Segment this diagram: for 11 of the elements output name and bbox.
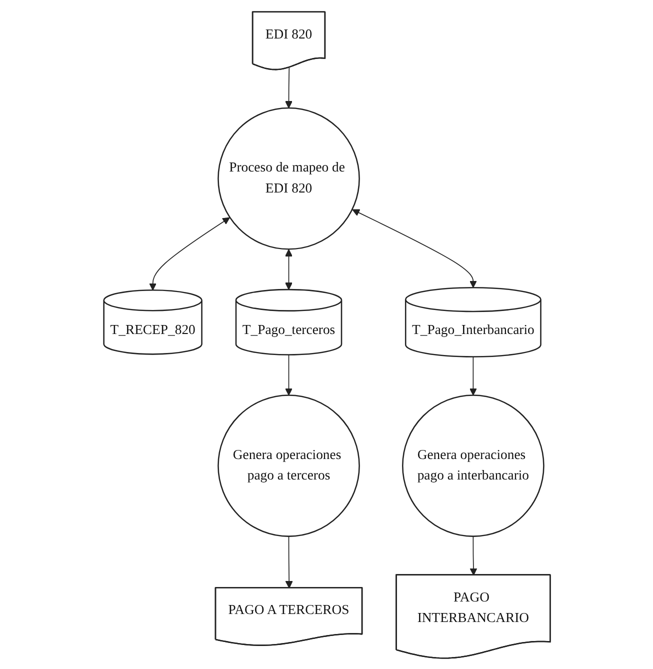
arrow [284, 248, 292, 290]
arrow [284, 354, 292, 396]
arrow [148, 216, 230, 290]
arrow [284, 66, 292, 108]
node-circle: Proceso de mapeo de EDI 820 [217, 106, 360, 250]
node-circle: Genera operaciones pago a terceros [217, 394, 360, 536]
arrow [469, 535, 477, 576]
arrow [284, 535, 292, 588]
arrow [352, 208, 476, 288]
arrow [468, 356, 476, 396]
node-circle: Genera operaciones pago a interbancario [402, 394, 544, 536]
